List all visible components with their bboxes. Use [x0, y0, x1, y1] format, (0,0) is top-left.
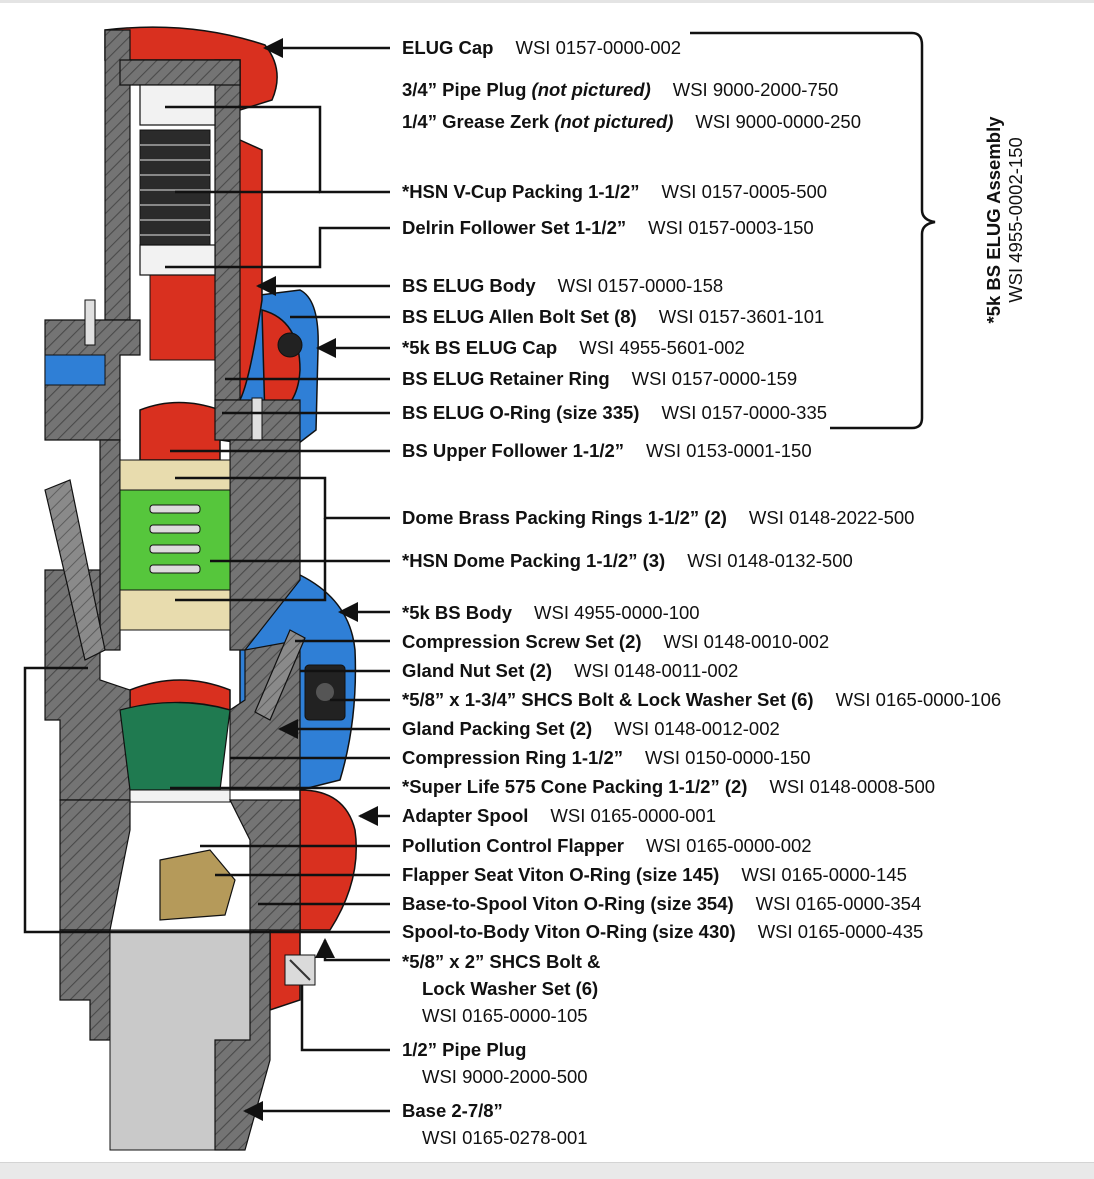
callout-base-to-spool-o-ring: Base-to-Spool Viton O-Ring (size 354)WSI… [402, 893, 922, 914]
callout-compression-screw-set: Compression Screw Set (2)WSI 0148-0010-0… [402, 631, 830, 652]
v-cup-packing-stack [139, 129, 211, 246]
callout-base-part: WSI 0165-0278-001 [422, 1127, 588, 1148]
allen-bolt-left [84, 299, 96, 346]
assembly-part-number: WSI 4955-0002-150 [1005, 137, 1026, 303]
callout-gland-packing-set: Gland Packing Set (2)WSI 0148-0012-002 [402, 718, 780, 739]
section-cap-top [119, 59, 241, 86]
bottom-bar [0, 1162, 1094, 1179]
brass-ring-top [119, 459, 231, 491]
compression-screw-right [254, 629, 306, 721]
callout-hsn-v-cup-packing: *HSN V-Cup Packing 1-1/2”WSI 0157-0005-5… [402, 181, 828, 202]
callout-shcs-bolt-2: *5/8” x 2” SHCS Bolt & [402, 951, 601, 972]
callout-cone-packing: *Super Life 575 Cone Packing 1-1/2” (2)W… [402, 776, 936, 797]
assembly-bracket [690, 31, 936, 430]
section-adapter-spool-right [229, 799, 301, 931]
top-border [0, 0, 1094, 3]
brass-ring-bottom [119, 589, 231, 631]
callout-gland-nut-set: Gland Nut Set (2)WSI 0148-0011-002 [402, 660, 739, 681]
pipe-plug-half [284, 954, 316, 986]
callout-spool-to-body-o-ring: Spool-to-Body Viton O-Ring (size 430)WSI… [402, 921, 924, 942]
callout-shcs-bolt-2-part: WSI 0165-0000-105 [422, 1005, 588, 1026]
section-base-right [214, 929, 271, 1151]
dome-packing-rings [149, 504, 201, 574]
assembly-drawing [44, 26, 358, 1151]
callout-allen-bolt-set: BS ELUG Allen Bolt Set (8)WSI 0157-3601-… [402, 306, 825, 327]
red-adapter-spool-shape [299, 789, 358, 931]
callout-delrin-follower-set: Delrin Follower Set 1-1/2”WSI 0157-0003-… [402, 217, 814, 238]
compression-screw-left [44, 479, 106, 661]
pollution-control-flapper [159, 849, 236, 921]
red-bore-shape [149, 269, 216, 361]
callout-shcs-bolt-2-line2: Lock Washer Set (6) [422, 978, 599, 999]
gland-packing-ring [129, 789, 231, 803]
blue-ring-left [44, 354, 106, 386]
shcs-bolt-head [304, 664, 346, 721]
callout-pipe-plug-1-2-part: WSI 9000-2000-500 [422, 1066, 588, 1087]
callout-pipe-plug-1-2: 1/2” Pipe Plug [402, 1039, 527, 1060]
section-base-left [59, 929, 111, 1041]
delrin-follower-lower [139, 244, 216, 276]
callout-base: Base 2-7/8” [402, 1100, 503, 1121]
section-body-left [99, 439, 121, 651]
cone-packing [119, 701, 231, 791]
callout-pipe-plug-3-4: 3/4” Pipe Plug (not pictured)WSI 9000-20… [402, 79, 839, 100]
leader-lines [23, 38, 390, 1121]
callout-dome-brass-packing-rings: Dome Brass Packing Rings 1-1/2” (2)WSI 0… [402, 507, 915, 528]
callout-upper-follower: BS Upper Follower 1-1/2”WSI 0153-0001-15… [402, 440, 812, 461]
section-cap-right-wall [214, 59, 241, 401]
allen-bolt-head [277, 332, 303, 358]
section-adapter-spool [59, 799, 131, 931]
white-packing-nut [139, 84, 216, 126]
callout-elug-o-ring: BS ELUG O-Ring (size 335)WSI 0157-0000-3… [402, 402, 828, 423]
callout-hsn-dome-packing: *HSN Dome Packing 1-1/2” (3)WSI 0148-013… [402, 550, 853, 571]
callout-grease-zerk: 1/4” Grease Zerk (not pictured)WSI 9000-… [402, 111, 862, 132]
callout-flapper-seat-o-ring: Flapper Seat Viton O-Ring (size 145)WSI … [402, 864, 907, 885]
assembly-name: *5k BS ELUG Assembly [983, 116, 1004, 324]
callout-shcs-bolt-1-3-4: *5/8” x 1-3/4” SHCS Bolt & Lock Washer S… [402, 689, 1002, 710]
callout-compression-ring: Compression Ring 1-1/2”WSI 0150-0000-150 [402, 747, 811, 768]
